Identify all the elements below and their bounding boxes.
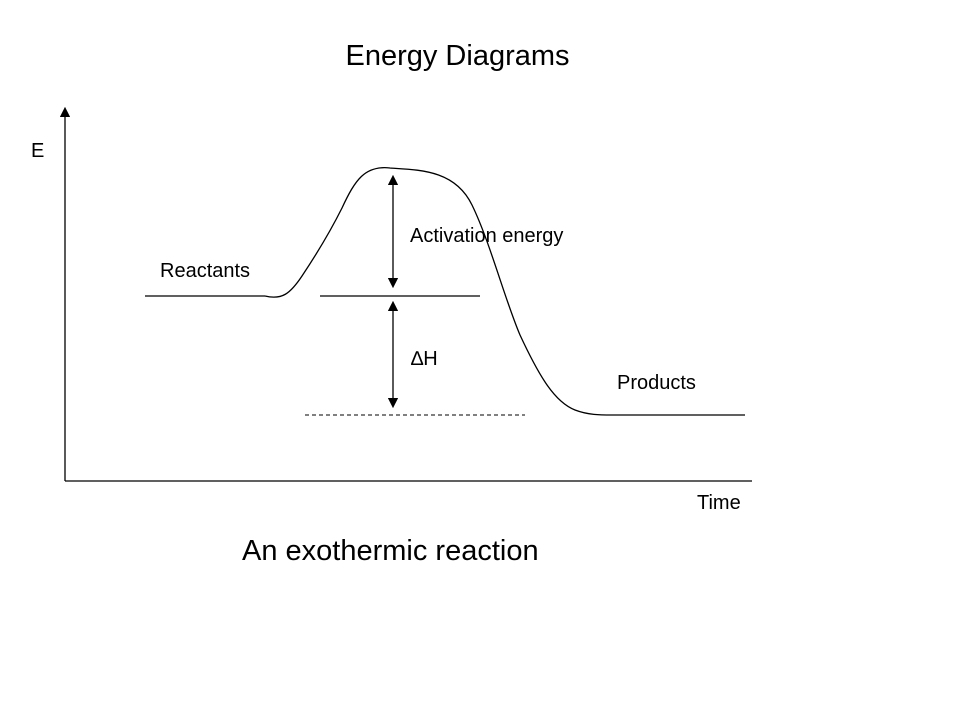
x-axis-label: Time bbox=[697, 492, 741, 514]
y-axis-label: E bbox=[31, 140, 45, 162]
page-title: Energy Diagrams bbox=[345, 40, 570, 72]
diagram-caption: An exothermic reaction bbox=[242, 535, 539, 567]
activation-energy-label: Activation energy bbox=[410, 225, 564, 247]
reaction-curve bbox=[264, 167, 745, 416]
products-label: Products bbox=[617, 372, 696, 394]
reactants-label: Reactants bbox=[160, 260, 251, 282]
delta-h-label: ∆H bbox=[411, 348, 438, 370]
